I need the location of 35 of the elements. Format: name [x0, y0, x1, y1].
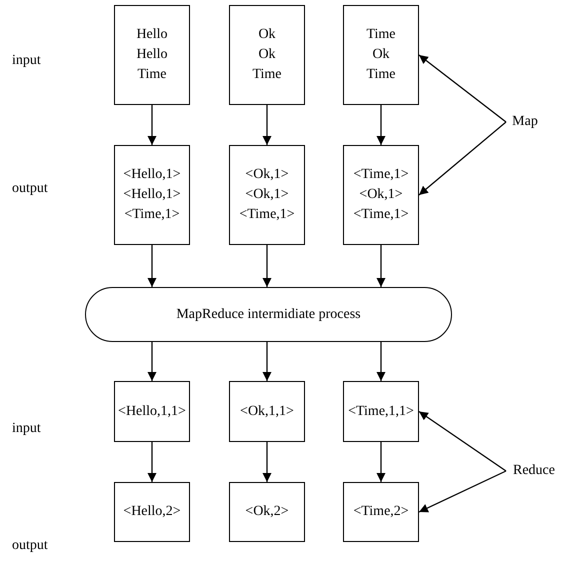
row-label: input — [12, 420, 41, 438]
row-label: output — [12, 537, 48, 555]
process-box: <Time,1,1> — [343, 381, 419, 442]
process-box: <Hello,1> <Hello,1> <Time,1> — [114, 145, 190, 245]
arrow — [262, 105, 272, 145]
process-box: <Time,1> <Ok,1> <Time,1> — [343, 145, 419, 245]
process-box: <Hello,2> — [114, 482, 190, 542]
process-box: Ok Ok Time — [229, 5, 305, 105]
arrow — [418, 54, 506, 122]
process-box: Hello Hello Time — [114, 5, 190, 105]
process-box: Time Ok Time — [343, 5, 419, 105]
process-box: <Ok,2> — [229, 482, 305, 542]
stage-label: Map — [506, 111, 544, 133]
arrow — [376, 105, 386, 145]
arrow — [262, 442, 272, 482]
arrow — [262, 245, 272, 287]
arrow — [376, 442, 386, 482]
process-pill: MapReduce intermidiate process — [85, 287, 452, 342]
arrow — [148, 245, 156, 287]
arrow — [418, 122, 506, 196]
arrow — [376, 342, 386, 381]
arrow — [418, 470, 506, 513]
stage-label: Reduce — [506, 460, 562, 482]
arrow — [262, 342, 272, 381]
arrow — [148, 342, 156, 381]
row-label: output — [12, 180, 48, 198]
arrow — [418, 411, 506, 472]
process-box: <Time,2> — [343, 482, 419, 542]
arrow — [148, 442, 156, 482]
row-label: input — [12, 52, 41, 70]
process-box: <Ok,1> <Ok,1> <Time,1> — [229, 145, 305, 245]
process-box: <Ok,1,1> — [229, 381, 305, 442]
process-box: <Hello,1,1> — [114, 381, 190, 442]
arrow — [148, 105, 156, 145]
arrow — [376, 245, 386, 287]
